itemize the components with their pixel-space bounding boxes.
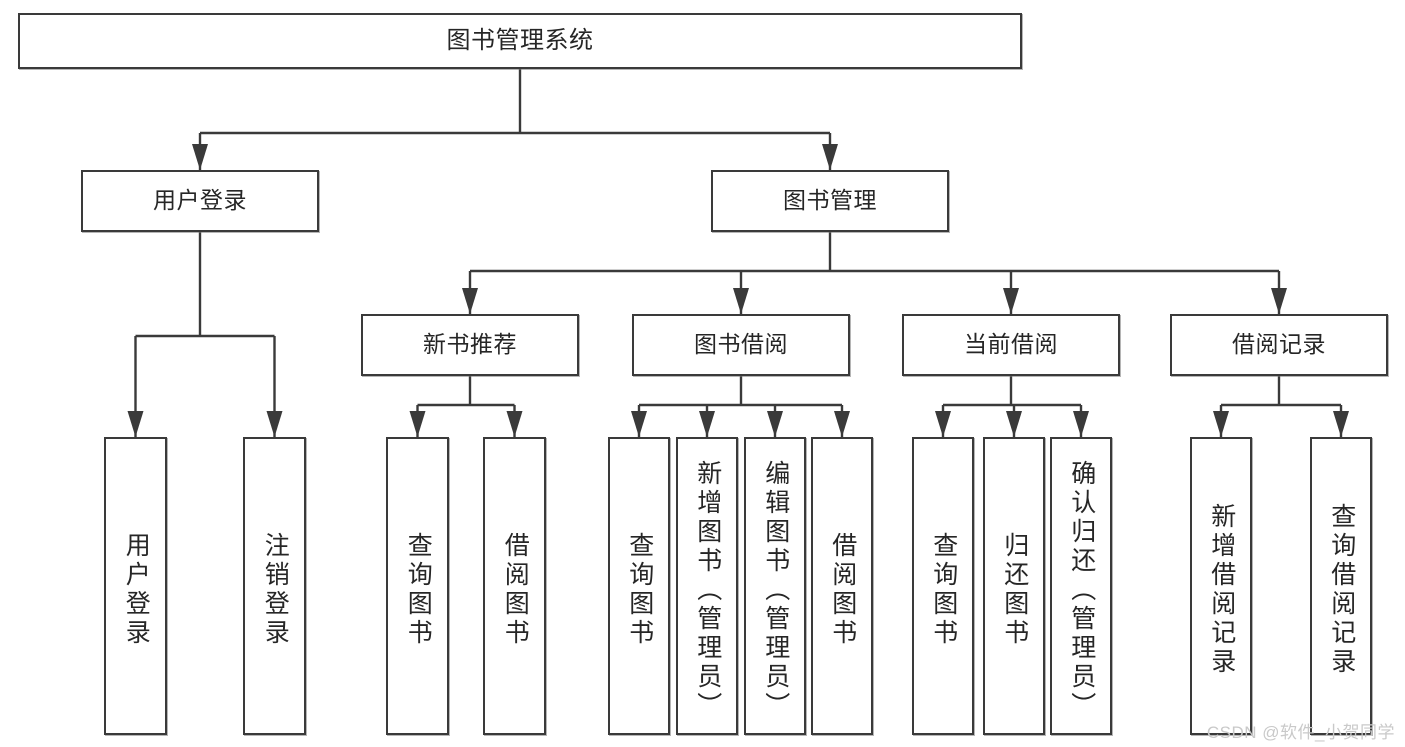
node-leaf-borrow-1[interactable]: 查询图书 bbox=[608, 437, 670, 735]
node-leaf-current-2[interactable]: 归还图书 bbox=[983, 437, 1045, 735]
connector-arrowhead bbox=[1073, 411, 1089, 437]
connector-arrowhead bbox=[127, 411, 144, 437]
connector-arrowhead bbox=[409, 411, 426, 437]
connector-arrowhead bbox=[935, 411, 951, 437]
node-leaf-current-1[interactable]: 查询图书 bbox=[912, 437, 974, 735]
node-login[interactable]: 用户登录 bbox=[81, 170, 319, 232]
node-label: 查询图书 bbox=[929, 532, 958, 648]
node-label: 新增借阅记录 bbox=[1207, 503, 1236, 677]
connector-arrowhead bbox=[266, 411, 283, 437]
connector-arrowhead bbox=[192, 144, 208, 170]
node-label: 编辑图书（管理员） bbox=[761, 459, 790, 721]
node-leaf-new-1[interactable]: 查询图书 bbox=[386, 437, 449, 735]
node-record[interactable]: 借阅记录 bbox=[1170, 314, 1388, 376]
node-label: 查询图书 bbox=[404, 532, 433, 648]
node-label: 图书借阅 bbox=[694, 331, 788, 358]
connector-arrowhead bbox=[1271, 288, 1287, 314]
connector-arrowhead bbox=[733, 288, 749, 314]
node-current[interactable]: 当前借阅 bbox=[902, 314, 1120, 376]
node-newbook[interactable]: 新书推荐 bbox=[361, 314, 579, 376]
node-leaf-login-2[interactable]: 注销登录 bbox=[243, 437, 306, 735]
node-label: 注销登录 bbox=[261, 532, 290, 648]
connector-arrowhead bbox=[699, 411, 715, 437]
node-leaf-borrow-3[interactable]: 编辑图书（管理员） bbox=[744, 437, 806, 735]
connector-arrowhead bbox=[1003, 288, 1019, 314]
node-root[interactable]: 图书管理系统 bbox=[18, 13, 1022, 69]
node-label: 借阅记录 bbox=[1232, 331, 1326, 358]
node-leaf-borrow-2[interactable]: 新增图书（管理员） bbox=[676, 437, 738, 735]
connector-arrowhead bbox=[1006, 411, 1022, 437]
node-leaf-record-1[interactable]: 新增借阅记录 bbox=[1190, 437, 1252, 735]
node-label: 图书管理 bbox=[783, 187, 877, 214]
node-borrow[interactable]: 图书借阅 bbox=[632, 314, 850, 376]
node-bookmgmt[interactable]: 图书管理 bbox=[711, 170, 949, 232]
connector-arrowhead bbox=[1213, 411, 1229, 437]
node-leaf-current-3[interactable]: 确认归还（管理员） bbox=[1050, 437, 1112, 735]
node-label: 图书管理系统 bbox=[446, 26, 594, 54]
node-leaf-new-2[interactable]: 借阅图书 bbox=[483, 437, 546, 735]
connector-arrowhead bbox=[1333, 411, 1349, 437]
node-label: 归还图书 bbox=[1000, 532, 1029, 648]
node-label: 新增图书（管理员） bbox=[693, 459, 722, 721]
node-label: 查询借阅记录 bbox=[1327, 503, 1356, 677]
node-leaf-record-2[interactable]: 查询借阅记录 bbox=[1310, 437, 1372, 735]
node-label: 当前借阅 bbox=[964, 331, 1058, 358]
node-label: 用户登录 bbox=[122, 532, 151, 648]
node-label: 确认归还（管理员） bbox=[1067, 459, 1096, 721]
connector-arrowhead bbox=[462, 288, 478, 314]
node-leaf-login-1[interactable]: 用户登录 bbox=[104, 437, 167, 735]
node-label: 新书推荐 bbox=[423, 331, 517, 358]
connector-arrowhead bbox=[767, 411, 783, 437]
connector-arrowhead bbox=[506, 411, 523, 437]
node-label: 用户登录 bbox=[153, 187, 247, 214]
connector-arrowhead bbox=[822, 144, 838, 170]
node-label: 查询图书 bbox=[625, 532, 654, 648]
node-label: 借阅图书 bbox=[828, 532, 857, 648]
connector-arrowhead bbox=[631, 411, 647, 437]
node-leaf-borrow-4[interactable]: 借阅图书 bbox=[811, 437, 873, 735]
connector-arrowhead bbox=[834, 411, 850, 437]
node-label: 借阅图书 bbox=[501, 532, 530, 648]
